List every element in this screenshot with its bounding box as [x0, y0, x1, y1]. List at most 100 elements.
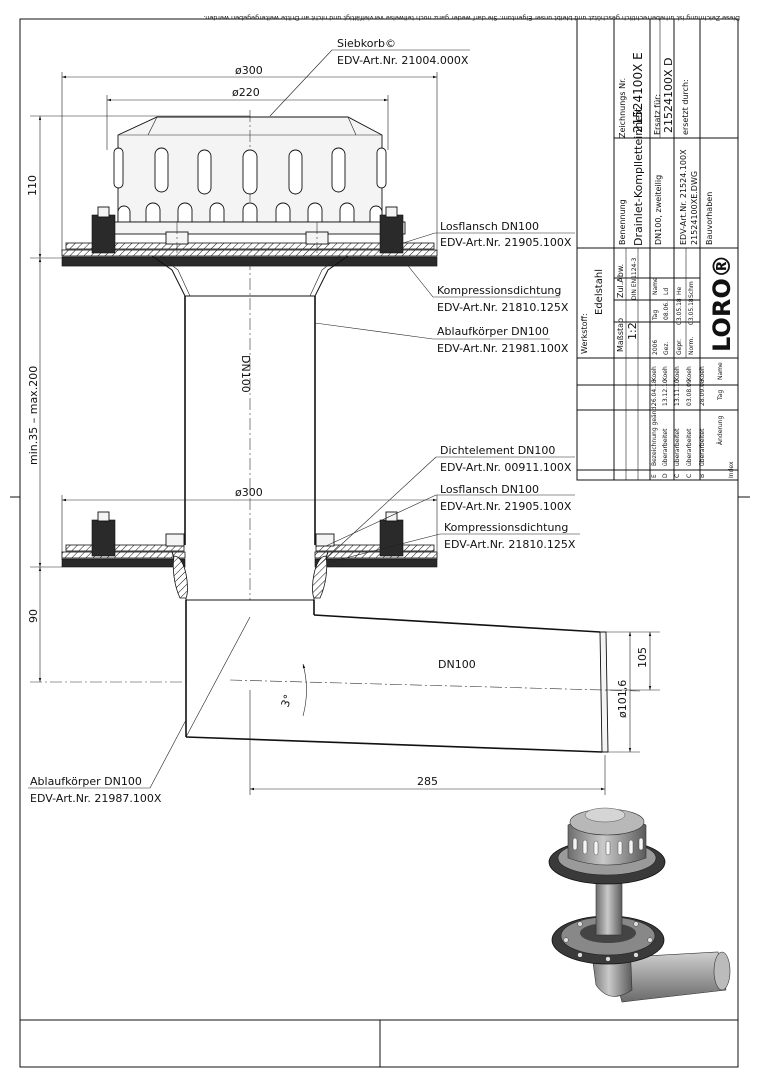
callout-kompression-top: Kompressionsdichtung EDV-Art.Nr. 21810.1… [404, 261, 569, 314]
angle-label: 3° [279, 693, 295, 709]
zulabw: DIN EN1124-3 [631, 258, 638, 300]
callout-kompression-bottom-name: Kompressionsdichtung [444, 521, 568, 534]
callout-losflansch-bottom-art: EDV-Art.Nr. 21905.100X [440, 500, 572, 513]
callout-losflansch-top: Losflansch DN100 EDV-Art.Nr. 21905.100X [399, 220, 575, 249]
sheet-frame [10, 18, 750, 1068]
aenderung-label: Änderung [717, 416, 724, 445]
callout-losflansch-bottom-name: Losflansch DN100 [440, 483, 539, 496]
rev-0-name: Koeh [651, 366, 658, 381]
rev-4-idx: B [699, 474, 706, 478]
rev-3-name: Koeh [686, 366, 693, 381]
range-label: min.35 – max.200 [27, 366, 40, 465]
callout-losflansch-bottom: Losflansch DN100 EDV-Art.Nr. 21905.100X [325, 483, 575, 547]
callout-ablaufkoerper-top: Ablaufkörper DN100 EDV-Art.Nr. 21981.100… [314, 322, 569, 355]
technical-drawing: ø300 ø220 110 min.35 – max.200 90 [26, 37, 660, 805]
rev-1-date: 13.12.10 [662, 379, 669, 406]
massstab: 1:2 [626, 322, 639, 340]
rev-2-idx: C [674, 474, 681, 478]
upper-flange-assembly [61, 206, 438, 297]
basket-slots [113, 147, 387, 222]
rev-3-text: überarbeitet [686, 428, 693, 466]
dimension-h105: 105 [606, 631, 660, 691]
h90-label: 90 [27, 609, 40, 623]
d101-label: ø101,6 [616, 680, 629, 718]
rev-1-text: überarbeitet [662, 428, 669, 466]
rev-2-date: 13.11.10 [674, 379, 681, 406]
zeichnungs-nr: 21524100X E [631, 52, 645, 133]
callout-dichtelement-art: EDV-Art.Nr. 00911.100X [440, 461, 572, 474]
dimension-d101: ø101,6 [608, 632, 640, 753]
hist-0-1: Tag [652, 310, 659, 321]
benennung: Drainlet-Komplletteinheit [632, 107, 645, 246]
callout-siebkorb-name: Siebkorb© [337, 37, 396, 50]
rev-2-name: Koeh [674, 366, 681, 381]
rev-0-text: Bezeichnung geänd. [651, 405, 658, 466]
werkstoff: Edelstahl [594, 269, 605, 315]
bauvorhaben: Bauvorhaben [705, 192, 714, 245]
dimension-d300-top: ø300 [61, 64, 438, 252]
werkstoff-label: Werkstoff: [580, 313, 589, 354]
h105-label: 105 [636, 647, 649, 668]
rev-2-text: überarbeitet [674, 428, 681, 466]
desc1: DN100, zweiteilig [654, 175, 663, 245]
d300-mid-label: ø300 [235, 486, 263, 499]
lower-flange-assembly: ø300 [61, 486, 438, 601]
dn100-vertical-label: DN100 [239, 355, 252, 393]
hist-3-1: 03.05.18 [688, 298, 695, 325]
hist-2-0: Gepr. [676, 339, 683, 355]
dimension-h90: 90 [27, 567, 186, 683]
callout-ablaufkoerper-bottom-name: Ablaufkörper DN100 [30, 775, 142, 788]
rev-4-name: Koeh [699, 366, 706, 381]
rev-1-idx: D [662, 473, 669, 478]
callout-ablaufkoerper-bottom-art: EDV-Art.Nr. 21987.100X [30, 792, 162, 805]
tag-label: Tag [717, 390, 724, 401]
desc2: EDV-Art.Nr. 21524.100X [679, 149, 688, 245]
hist-2-2: He [676, 286, 683, 295]
index-label: Index [728, 461, 735, 478]
rev-4-text: überarbeitet [699, 428, 706, 466]
name-label: Name [717, 362, 724, 380]
hist-0-0: 2006 [652, 340, 659, 355]
callout-ablaufkoerper-top-name: Ablaufkörper DN100 [437, 325, 549, 338]
callout-kompression-bottom-art: EDV-Art.Nr. 21810.125X [444, 538, 576, 551]
callout-dichtelement: Dichtelement DN100 EDV-Art.Nr. 00911.100… [315, 444, 575, 569]
product-3d-illustration [548, 807, 731, 1003]
callout-ablaufkoerper-top-art: EDV-Art.Nr. 21981.100X [437, 342, 569, 355]
callout-kompression-top-name: Kompressionsdichtung [437, 284, 561, 297]
callout-siebkorb: Siebkorb© EDV-Art.Nr. 21004.000X [269, 37, 470, 117]
d220-label: ø220 [232, 86, 260, 99]
callout-losflansch-top-name: Losflansch DN100 [440, 220, 539, 233]
massstab-label: Maßstab [616, 318, 625, 352]
rev-0-idx: E [651, 474, 658, 478]
rev-3-idx: C [686, 474, 693, 478]
hist-2-1: 03.05.18 [676, 298, 683, 325]
hist-1-0: Gez. [663, 342, 670, 355]
rev-1-name: Koeh [662, 366, 669, 381]
callout-siebkorb-art: EDV-Art.Nr. 21004.000X [337, 54, 469, 67]
callout-kompression-top-art: EDV-Art.Nr. 21810.125X [437, 301, 569, 314]
benennung-label: Benennung [618, 199, 627, 245]
dn100-horizontal-label: DN100 [438, 658, 476, 671]
zulabw-label: Zul.Abw. [616, 264, 625, 298]
dimension-range: min.35 – max.200 [27, 258, 62, 568]
outlet-pipe: DN100 3° [185, 600, 641, 753]
rev-4-date: 28.09.08 [699, 379, 706, 406]
zeichnungs-nr-label: Zeichnungs Nr. [618, 78, 627, 138]
strainer-basket [94, 110, 406, 235]
rev-3-date: 03.08.09 [686, 379, 693, 406]
callout-kompression-bottom: Kompressionsdichtung EDV-Art.Nr. 21810.1… [329, 521, 580, 563]
dimension-l285: 285 [249, 690, 606, 795]
h110-label: 110 [26, 175, 39, 196]
hist-3-2: Schm [688, 281, 695, 298]
dimension-d220: ø220 [106, 86, 389, 150]
desc3: 21524100XE.DWG [690, 171, 699, 245]
loro-logo: LORO® [708, 254, 736, 352]
d300-top-label: ø300 [235, 64, 263, 77]
rev-0-date: 26.04.18 [651, 379, 658, 406]
hist-1-2: Ld [663, 288, 670, 295]
callout-ablaufkoerper-bottom: Ablaufkörper DN100 EDV-Art.Nr. 21987.100… [28, 719, 187, 805]
hist-0-2: Name [652, 277, 659, 295]
ersatz-fuer: 21524100X D [662, 58, 675, 134]
ersetzt-durch-label: ersetzt durch: [681, 79, 690, 135]
